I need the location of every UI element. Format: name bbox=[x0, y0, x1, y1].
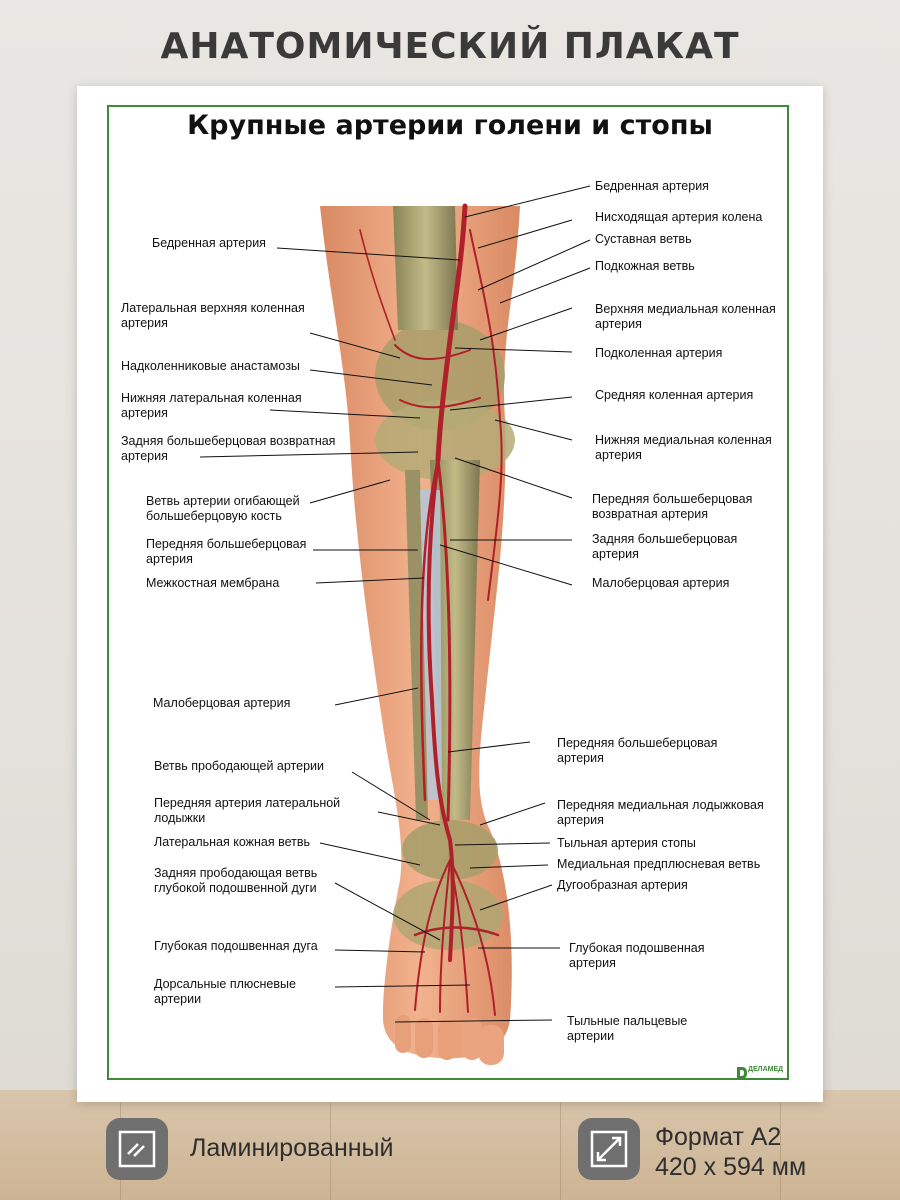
feature-format-line1: Формат А2 bbox=[655, 1123, 782, 1151]
label-left-patellar-anastomoses: Надколенниковые анастамозы bbox=[121, 359, 300, 373]
label-right-medial-malleolar: Передняя медиальная лодыжковая артерия bbox=[557, 798, 764, 827]
label-left-dorsal-metatarsal: Дорсальные плюсневые артерии bbox=[154, 977, 296, 1006]
resize-icon bbox=[578, 1118, 640, 1180]
laminate-icon bbox=[106, 1118, 168, 1180]
label-right-medial-inferior-genicular: Нижняя медиальная коленная артерия bbox=[595, 433, 772, 462]
label-left-deep-plantar-arch: Глубокая подошвенная дуга bbox=[154, 939, 318, 953]
brand-logo-icon bbox=[737, 1067, 747, 1079]
arteries bbox=[359, 203, 503, 1016]
feature-laminated: Ламинированный bbox=[190, 1134, 394, 1162]
label-right-anterior-tibial: Передняя большеберцовая артерия bbox=[557, 736, 718, 765]
label-right-medial-superior-genicular: Верхняя медиальная коленная артерия bbox=[595, 302, 776, 331]
brand-name: ДЕЛАМЕД bbox=[748, 1066, 784, 1073]
label-left-lateral-malleolar: Передняя артерия латеральной лодыжки bbox=[154, 796, 341, 825]
label-left-posterior-perforating: Задняя прободающая ветвь глубокой подошв… bbox=[154, 866, 318, 895]
label-right-dorsal-digital: Тыльные пальцевые артерии bbox=[567, 1014, 688, 1043]
poster-frame bbox=[107, 105, 789, 1080]
label-right-saphenous-branch: Подкожная ветвь bbox=[595, 259, 695, 273]
page-title: АНАТОМИЧЕСКИЙ ПЛАКАТ bbox=[160, 26, 740, 67]
label-right-middle-genicular: Средняя коленная артерия bbox=[595, 388, 754, 402]
label-right-posterior-tibial: Задняя большеберцовая артерия bbox=[592, 532, 738, 561]
label-left-lateral-inferior-genicular: Нижняя латеральная коленная артерия bbox=[121, 391, 302, 420]
label-right-descending-genicular: Нисходящая артерия колена bbox=[595, 210, 763, 224]
label-right-deep-plantar: Глубокая подошвенная артерия bbox=[569, 941, 705, 970]
label-right-dorsalis-pedis: Тыльная артерия стопы bbox=[557, 836, 696, 850]
label-left-circumflex-fibular-branch: Ветвь артерии огибающей большеберцовую к… bbox=[146, 494, 300, 523]
label-right-peroneal-artery: Малоберцовая артерия bbox=[592, 576, 730, 590]
label-right-arcuate-artery: Дугообразная артерия bbox=[557, 878, 688, 892]
label-left-interosseous-membrane: Межкостная мембрана bbox=[146, 576, 280, 590]
label-right-articular-branch: Суставная ветвь bbox=[595, 232, 692, 246]
label-left-lateral-cutaneous: Латеральная кожная ветвь bbox=[154, 835, 311, 849]
label-right-medial-tarsal: Медиальная предплюсневая ветвь bbox=[557, 857, 761, 871]
label-right-anterior-tibial-recurrent: Передняя большеберцовая возвратная артер… bbox=[592, 492, 753, 521]
label-right-femoral-artery: Бедренная артерия bbox=[595, 179, 709, 193]
label-left-peroneal-artery: Малоберцовая артерия bbox=[153, 696, 291, 710]
label-left-lateral-superior-genicular: Латеральная верхняя коленная артерия bbox=[121, 301, 305, 330]
label-left-anterior-tibial: Передняя большеберцовая артерия bbox=[146, 537, 307, 566]
leader-lines bbox=[199, 185, 591, 1023]
label-left-femoral-artery: Бедренная артерия bbox=[152, 236, 266, 250]
feature-format-line2: 420 х 594 мм bbox=[655, 1153, 807, 1181]
label-left-perforating-branch: Ветвь прободающей артерии bbox=[154, 759, 324, 773]
label-right-popliteal-artery: Подколенная артерия bbox=[595, 346, 723, 360]
label-left-posterior-tibial-recurrent: Задняя большеберцовая возвратная артерия bbox=[121, 434, 336, 463]
poster-title: Крупные артерии голени и стопы bbox=[187, 110, 713, 141]
